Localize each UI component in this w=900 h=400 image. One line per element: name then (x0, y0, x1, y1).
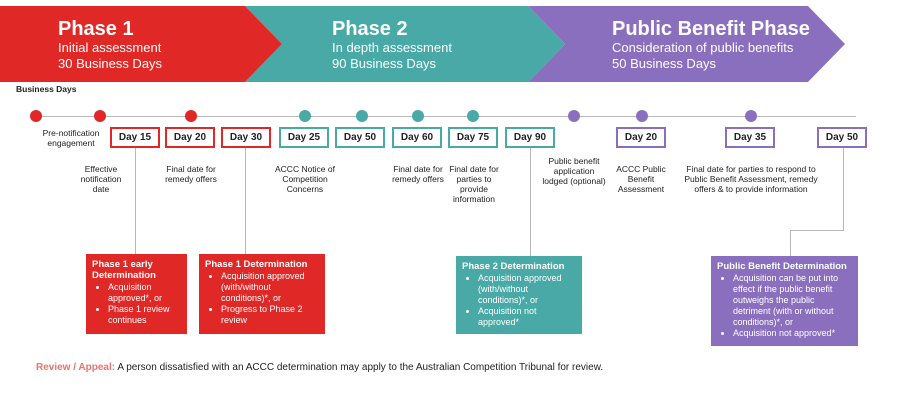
determination-title: Phase 2 Determination (462, 261, 565, 272)
day-box-day-90: Day 90 (505, 127, 555, 148)
timeline-dot (185, 110, 197, 122)
connector-line (790, 230, 791, 256)
timeline-dot (299, 110, 311, 122)
note-final-parties-info: Final date for parties to provide inform… (449, 164, 499, 204)
public-benefit-banner: Public Benefit Phase Consideration of pu… (528, 6, 845, 82)
connector-line (245, 148, 246, 254)
phase-2-banner: Phase 2 In depth assessment 90 Business … (245, 6, 565, 82)
timeline-dot (356, 110, 368, 122)
public-benefit-duration: 50 Business Days (612, 56, 717, 71)
determination-item: Acquisition can be put into effect if th… (733, 273, 852, 328)
note-final-remedy-p1: Final date for remedy offers (165, 164, 217, 184)
business-days-label: Business Days (16, 84, 77, 94)
note-public-benefit-lodged: Public benefit application lodged (optio… (542, 156, 606, 186)
day-box-day-60: Day 60 (392, 127, 442, 148)
phase-1-determination: Phase 1 Determination Acquisition approv… (199, 254, 325, 334)
phase-1-subtitle: Initial assessment (58, 40, 162, 55)
day-box-day-50: Day 50 (335, 127, 385, 148)
note-accc-public-benefit: ACCC Public Benefit Assessment (616, 164, 666, 194)
day-box-pb-day-35: Day 35 (725, 127, 775, 148)
timeline-dot (30, 110, 42, 122)
timeline-dot (636, 110, 648, 122)
review-appeal-text: A person dissatisfied with an ACCC deter… (115, 362, 604, 373)
timeline-dot (412, 110, 424, 122)
timeline-dot (745, 110, 757, 122)
day-box-day-25: Day 25 (279, 127, 329, 148)
note-accc-notice: ACCC Notice of Competition Concerns (275, 164, 335, 194)
day-box-day-30: Day 30 (221, 127, 271, 148)
note-effective-notification: Effective notification date (80, 164, 122, 194)
review-appeal-footer: Review / Appeal: A person dissatisfied w… (36, 362, 603, 373)
connector-line (843, 148, 844, 230)
determination-item: Acquisition not approved* (478, 306, 576, 328)
timeline-dot (94, 110, 106, 122)
phase-1-duration: 30 Business Days (58, 56, 163, 71)
connector-line (135, 148, 136, 254)
determination-item: Acquisition approved (with/without condi… (221, 271, 319, 304)
phase-1-title: Phase 1 (58, 18, 134, 40)
day-box-day-15: Day 15 (110, 127, 160, 148)
phase-1-banner: Phase 1 Initial assessment 30 Business D… (0, 6, 282, 82)
review-appeal-label: Review / Appeal: (36, 362, 116, 373)
day-box-day-20: Day 20 (165, 127, 215, 148)
phase-2-duration: 90 Business Days (332, 56, 437, 71)
phase-2-determination: Phase 2 Determination Acquisition approv… (456, 256, 582, 334)
day-box-pb-day-50: Day 50 (817, 127, 867, 148)
timeline-dot (467, 110, 479, 122)
timeline-dot (568, 110, 580, 122)
day-box-pb-day-20: Day 20 (616, 127, 666, 148)
determination-title: Phase 1 Determination (205, 259, 308, 270)
note-final-parties-pb: Final date for parties to respond to Pub… (684, 164, 818, 194)
determination-title: Public Benefit Determination (717, 261, 847, 272)
determination-item: Acquisition not approved* (733, 328, 852, 339)
determination-item: Acquisition approved*, or (108, 282, 181, 304)
public-benefit-subtitle: Consideration of public benefits (612, 40, 794, 55)
phase-1-early-determination: Phase 1 early Determination Acquisition … (86, 254, 187, 334)
note-pre-notification: Pre-notification engagement (42, 128, 100, 148)
day-box-day-75: Day 75 (448, 127, 498, 148)
note-final-remedy-p2: Final date for remedy offers (392, 164, 444, 184)
connector-line (790, 230, 844, 231)
public-benefit-determination: Public Benefit Determination Acquisition… (711, 256, 858, 346)
determination-title: Phase 1 early Determination (92, 259, 156, 281)
determination-item: Phase 1 review continues (108, 304, 181, 326)
determination-item: Acquisition approved (with/without condi… (478, 273, 576, 306)
phase-2-title: Phase 2 (332, 18, 408, 40)
timeline-line (36, 116, 856, 117)
phase-2-subtitle: In depth assessment (332, 40, 452, 55)
public-benefit-title: Public Benefit Phase (612, 18, 810, 40)
connector-line (530, 148, 531, 256)
determination-item: Progress to Phase 2 review (221, 304, 319, 326)
